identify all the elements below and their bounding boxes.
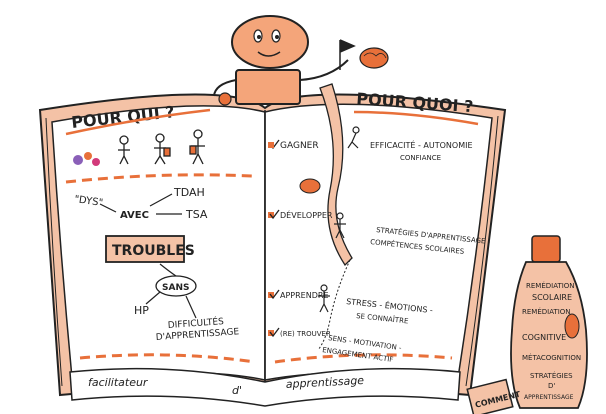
bottle-capsule [564, 313, 580, 339]
arrow-to-dys [99, 203, 117, 213]
bottom-banner: facilitateur d' apprentissage [88, 374, 365, 397]
label-hp: HP [134, 304, 149, 317]
character-arm-left [213, 79, 237, 97]
left-page-content: POUR QUI ? "DYS" TDAH AVEC TSA [65, 102, 253, 343]
bottle-label-6: STRATÉGIES [530, 371, 573, 380]
climber-figure-1 [347, 126, 360, 149]
left-bottom-stripe [79, 353, 256, 364]
arrow-to-hp [145, 291, 161, 305]
label-troubles: TROUBLES [112, 243, 195, 259]
check-icon [269, 327, 280, 338]
right-bottom-stripe [274, 353, 453, 364]
character [213, 15, 389, 106]
troubles-box [105, 235, 185, 263]
pupil-right [275, 35, 279, 39]
bottle-body [510, 261, 588, 409]
left-title-underline [65, 108, 211, 136]
verb-gagner: GAGNER [280, 141, 319, 151]
banner-word-d: d' [232, 384, 242, 397]
item-1-line-1: EFFICACITÉ - AUTONOMIE [370, 139, 473, 150]
bottle-label-3: REMÉDIATION [522, 307, 571, 316]
banner-word-facilitateur: facilitateur [88, 376, 149, 389]
label-tdah: TDAH [173, 186, 205, 199]
bottle-label-2: SCOLAIRE [532, 293, 572, 302]
bottle-cap [531, 235, 561, 263]
colored-dot-2 [84, 152, 92, 160]
label-dys: "DYS" [74, 194, 104, 209]
corner-note-box [466, 378, 514, 414]
right-page-edges [465, 115, 499, 387]
pupil-left [257, 35, 261, 39]
item-1-line-2: CONFIANCE [400, 154, 441, 162]
check-icon [269, 209, 280, 220]
label-tsa: TSA [185, 208, 208, 221]
remedy-bottle: REMÉDIATION SCOLAIRE REMÉDIATION COGNITI… [510, 235, 588, 409]
brain-icon [359, 47, 389, 69]
brain-folds [363, 52, 387, 59]
arrow-to-tdah [149, 193, 173, 207]
bookmark-ribbon [319, 83, 353, 267]
stick-figure-teen [154, 133, 171, 165]
bottle-label-1: REMÉDIATION [526, 281, 575, 290]
bottle-label-4: COGNITIVE [522, 333, 566, 342]
orange-pin [218, 92, 232, 106]
verb-apprendre: APPRENDRE [280, 291, 329, 300]
flag [339, 39, 356, 70]
label-difficultes: DIFFICULTÉS [167, 315, 224, 331]
label-avec: AVEC [120, 210, 149, 221]
colored-dot-3 [92, 158, 100, 166]
banner-word-apprentissage: apprentissage [285, 374, 364, 391]
character-head [231, 15, 309, 69]
bottle-label-8: APPRENTISSAGE [524, 394, 574, 401]
character-arm-right [299, 59, 349, 81]
stick-figure-child [118, 135, 130, 165]
verb-retrouver: (RE) TROUVER [280, 330, 331, 338]
colored-dots-icon [73, 155, 83, 165]
label-sans: SANS [162, 283, 189, 293]
verb-developper: DÉVELOPPER [280, 209, 333, 220]
stick-figures-row [73, 129, 205, 166]
stick-figure-adult [189, 129, 205, 165]
climber-figure-2 [334, 212, 346, 239]
left-dashed-divider [65, 173, 253, 184]
climber-figure-3 [318, 284, 330, 313]
left-page-edges [45, 117, 63, 387]
open-book [38, 83, 507, 407]
arrow-to-sans [159, 263, 177, 277]
arrow-to-difficultes [185, 295, 197, 319]
check-icon [269, 289, 280, 300]
character-body [235, 69, 301, 105]
right-title-underline [353, 110, 479, 126]
check-box [268, 142, 274, 148]
bottle-label-5: MÉTACOGNITION [522, 353, 581, 362]
bottle-label-7: D' [548, 382, 555, 390]
thought-cloud [299, 178, 321, 194]
corner-note: COMMENT [466, 378, 522, 414]
character-smile [257, 51, 281, 57]
bottom-banner-shape [69, 367, 461, 407]
